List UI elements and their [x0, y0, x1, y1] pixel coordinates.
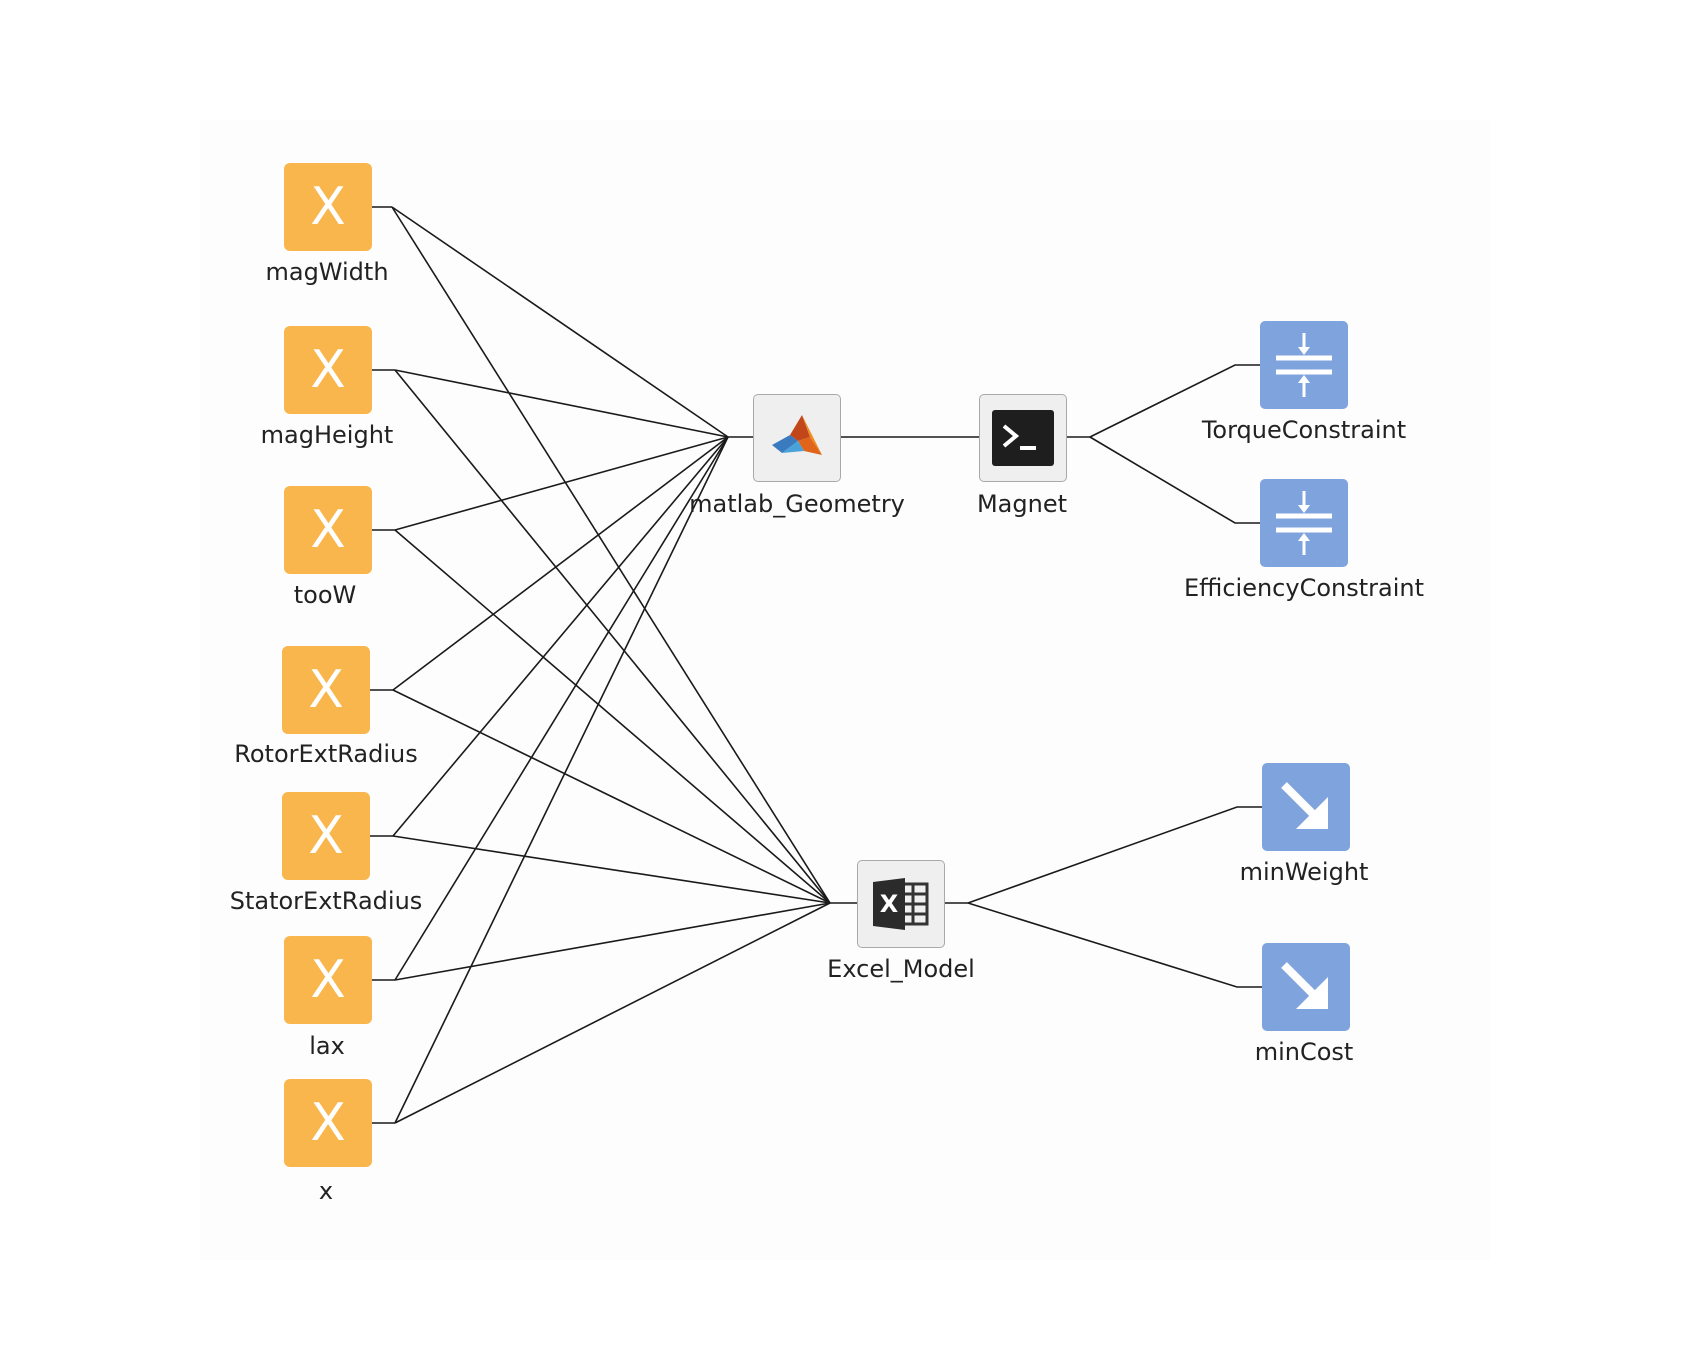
- wire-StatorExtRadius-matlab: [392, 436, 729, 837]
- wire-RotorExtRadius-excel: [392, 689, 831, 904]
- wire-group-x: [372, 436, 831, 1124]
- x-variable-icon: X: [310, 1093, 346, 1153]
- model-node-matlab[interactable]: [753, 394, 841, 482]
- constraint-label: EfficiencyConstraint: [1183, 574, 1425, 602]
- wire-tooW-excel: [394, 529, 831, 904]
- model-node-excel[interactable]: X: [857, 860, 945, 948]
- variable-node-tooW[interactable]: X: [284, 486, 372, 574]
- wire-magWidth-matlab: [391, 206, 729, 438]
- terminal-icon: [992, 410, 1054, 466]
- objective-node-minWeight[interactable]: [1262, 763, 1350, 851]
- variable-label: x: [318, 1177, 334, 1205]
- model-node-magnet[interactable]: [979, 394, 1067, 482]
- wire-StatorExtRadius-excel: [392, 835, 831, 904]
- variable-label: magHeight: [260, 421, 394, 449]
- workflow-canvas: [200, 120, 1490, 1260]
- wire-group-RotorExtRadius: [370, 436, 831, 904]
- x-variable-icon: X: [308, 806, 344, 866]
- wire-x-matlab: [394, 436, 729, 1124]
- variable-node-StatorExtRadius[interactable]: X: [282, 792, 370, 880]
- variable-node-x[interactable]: X: [284, 1079, 372, 1167]
- variable-node-magWidth[interactable]: X: [284, 163, 372, 251]
- wire-group-magHeight: [372, 369, 831, 904]
- wire-magnet-torque: [1089, 364, 1260, 438]
- x-variable-icon: X: [310, 340, 346, 400]
- model-label: Magnet: [976, 490, 1068, 518]
- wire-magHeight-excel: [394, 369, 831, 904]
- wire-excel-minweight: [967, 806, 1262, 904]
- wire-magnet-efficiency: [1089, 436, 1260, 524]
- constraint-icon: [1276, 333, 1332, 397]
- wire-lax-matlab: [394, 436, 729, 981]
- wire-group-lax: [372, 436, 831, 981]
- variable-node-magHeight[interactable]: X: [284, 326, 372, 414]
- variable-label: RotorExtRadius: [234, 740, 418, 768]
- x-variable-icon: X: [310, 500, 346, 560]
- svg-text:X: X: [880, 890, 899, 918]
- variable-label: lax: [309, 1032, 345, 1060]
- objective-node-minCost[interactable]: [1262, 943, 1350, 1031]
- variable-label: StatorExtRadius: [229, 887, 423, 915]
- x-variable-icon: X: [310, 177, 346, 237]
- wire-magHeight-matlab: [394, 369, 729, 438]
- objective-label: minWeight: [1239, 858, 1369, 886]
- model-label: Excel_Model: [827, 955, 975, 983]
- wire-RotorExtRadius-matlab: [392, 436, 729, 691]
- wire-magWidth-excel: [391, 206, 831, 904]
- constraint-icon: [1276, 491, 1332, 555]
- variable-label: magWidth: [265, 258, 389, 286]
- model-label: matlab_Geometry: [689, 490, 905, 518]
- variable-node-lax[interactable]: X: [284, 936, 372, 1024]
- constraint-label: TorqueConstraint: [1201, 416, 1407, 444]
- x-variable-icon: X: [308, 660, 344, 720]
- x-variable-icon: X: [310, 950, 346, 1010]
- wire-excel-mincost: [967, 902, 1262, 988]
- objective-label: minCost: [1254, 1038, 1354, 1066]
- wire-group-magWidth: [372, 206, 831, 904]
- variable-label: tooW: [293, 581, 357, 609]
- wire-group-tooW: [372, 436, 831, 904]
- constraint-node-torque[interactable]: [1260, 321, 1348, 409]
- wire-tooW-matlab: [394, 436, 729, 531]
- wire-group-StatorExtRadius: [370, 436, 831, 904]
- matlab-icon: [772, 415, 822, 455]
- wire-x-excel: [394, 902, 831, 1124]
- minimize-arrow-icon: [1281, 962, 1328, 1009]
- constraint-node-efficiency[interactable]: [1260, 479, 1348, 567]
- wire-lax-excel: [394, 902, 831, 981]
- minimize-arrow-icon: [1281, 782, 1328, 829]
- excel-icon: X: [873, 878, 929, 930]
- variable-node-RotorExtRadius[interactable]: X: [282, 646, 370, 734]
